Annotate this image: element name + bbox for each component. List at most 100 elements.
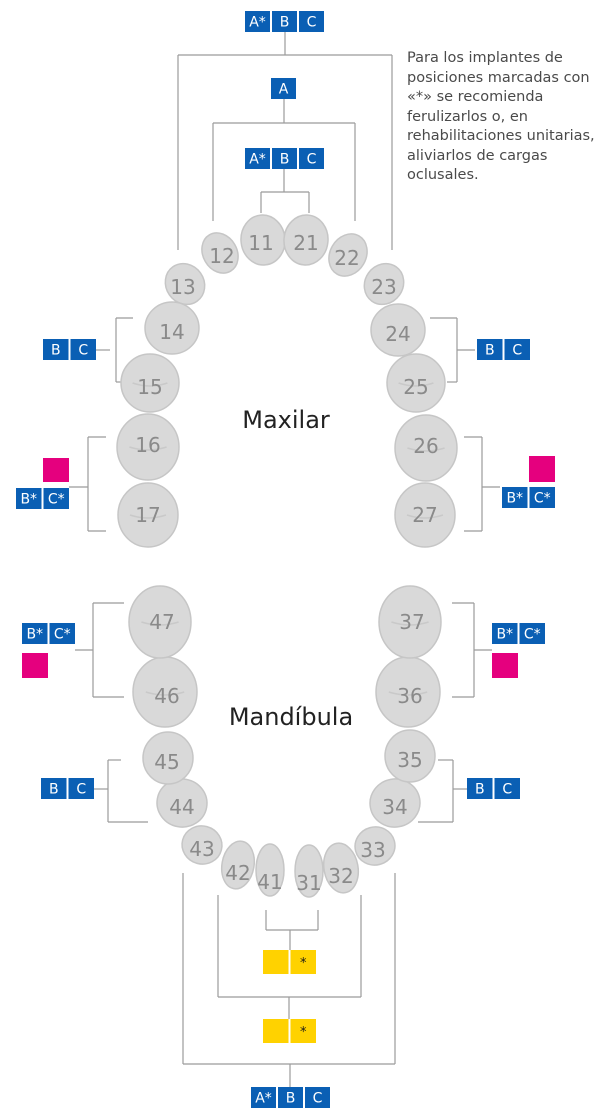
badge-group-lower-middle: * <box>263 1019 316 1043</box>
badge-cell <box>16 488 42 509</box>
badge-cell <box>43 339 69 360</box>
tooth-12-shape <box>201 232 239 274</box>
badge-group-upper-middle: A <box>271 78 296 99</box>
tooth-47-shape <box>128 585 192 659</box>
badge-label: B <box>280 152 290 168</box>
badge-cell <box>245 11 270 32</box>
badge-cell <box>263 1019 289 1043</box>
badge-cell <box>251 1087 276 1108</box>
badge-group-upper-molar-right: B* C* <box>16 458 69 509</box>
badge-label: C <box>512 343 522 359</box>
badge-label: C <box>307 15 317 31</box>
magenta-marker <box>529 456 555 482</box>
tooth-label: 14 <box>159 320 184 344</box>
tooth-16-groove <box>129 446 167 451</box>
tooth-17: 17 <box>117 482 179 548</box>
badge-group-lower-inner: * <box>263 950 316 974</box>
tooth-34-shape <box>369 778 421 828</box>
tooth-24: 24 <box>370 303 426 357</box>
badge-cell <box>68 778 94 799</box>
tooth-44: 44 <box>156 778 208 828</box>
tooth-42: 42 <box>220 840 256 890</box>
tooth-11: 11 <box>240 214 286 266</box>
tooth-25-groove <box>398 382 434 387</box>
badge-group-lower-molar-left: B*C* <box>492 623 545 678</box>
badge-cell <box>502 487 528 508</box>
tooth-label: 43 <box>189 837 214 861</box>
tooth-label: 31 <box>296 871 321 895</box>
tooth-15: 15 <box>120 353 180 413</box>
badge-label: * <box>300 956 307 971</box>
badge-group-upper-molar-left: B*C* <box>502 456 555 508</box>
badge-cell <box>22 623 48 644</box>
badge-label: A* <box>249 152 266 168</box>
tooth-27: 27 <box>394 482 456 548</box>
tooth-33: 33 <box>354 826 396 866</box>
tooth-label: 42 <box>225 861 250 885</box>
tooth-label: 24 <box>385 322 410 346</box>
tooth-label: 44 <box>169 795 194 819</box>
tooth-32: 32 <box>322 842 360 894</box>
tooth-17-shape <box>117 482 179 548</box>
tooth-26: 26 <box>394 414 458 482</box>
tooth-45-shape <box>142 731 194 785</box>
tooth-label: 27 <box>412 503 437 527</box>
badge-cell <box>477 339 503 360</box>
tooth-label: 23 <box>371 275 396 299</box>
tooth-42-shape <box>220 840 256 890</box>
badge-cell <box>290 1019 316 1043</box>
tooth-25-shape <box>386 353 446 413</box>
tooth-label: 11 <box>248 231 273 255</box>
badge-label: A <box>279 82 289 98</box>
badge-label: B* <box>20 492 37 508</box>
connector-lines <box>69 32 500 1087</box>
tooth-45: 45 <box>142 731 194 785</box>
badge-label: B* <box>496 627 513 643</box>
tooth-41-shape <box>255 843 285 897</box>
tooth-label: 32 <box>328 864 353 888</box>
tooth-31: 31 <box>294 844 324 898</box>
tooth-16-shape <box>116 413 180 481</box>
badge-cell <box>299 148 324 169</box>
tooth-15-groove <box>132 382 168 387</box>
badge-label: B <box>475 782 485 798</box>
badge-cell <box>70 339 96 360</box>
magenta-marker <box>43 458 69 482</box>
badge-group-upper-inner: A* B C <box>245 148 324 169</box>
badge-cell <box>272 148 297 169</box>
tooth-14-shape <box>144 301 200 355</box>
tooth-46: 46 <box>132 656 198 728</box>
magenta-marker <box>22 653 48 678</box>
tooth-33-shape <box>354 826 396 866</box>
badge-label: C* <box>48 492 65 508</box>
badge-cell <box>245 148 270 169</box>
tooth-13-shape <box>164 262 206 306</box>
badge-cell <box>305 1087 330 1108</box>
tooth-34: 34 <box>369 778 421 828</box>
badge-label: B <box>49 782 59 798</box>
tooth-label: 21 <box>293 231 318 255</box>
tooth-label: 45 <box>154 750 179 774</box>
tooth-32-shape <box>322 842 360 894</box>
badge-label: B* <box>26 627 43 643</box>
tooth-35: 35 <box>384 729 436 783</box>
tooth-22: 22 <box>328 233 368 277</box>
badge-cell <box>272 11 297 32</box>
tooth-24-shape <box>370 303 426 357</box>
badge-label: A* <box>249 15 266 31</box>
tooth-label: 35 <box>397 748 422 772</box>
tooth-43-shape <box>181 825 223 865</box>
badge-cell <box>278 1087 303 1108</box>
badge-cell <box>290 950 316 974</box>
tooth-35-shape <box>384 729 436 783</box>
tooth-26-groove <box>407 447 445 452</box>
badge-label: C* <box>54 627 71 643</box>
tooth-label: 17 <box>135 503 160 527</box>
badge-label: C <box>307 152 317 168</box>
